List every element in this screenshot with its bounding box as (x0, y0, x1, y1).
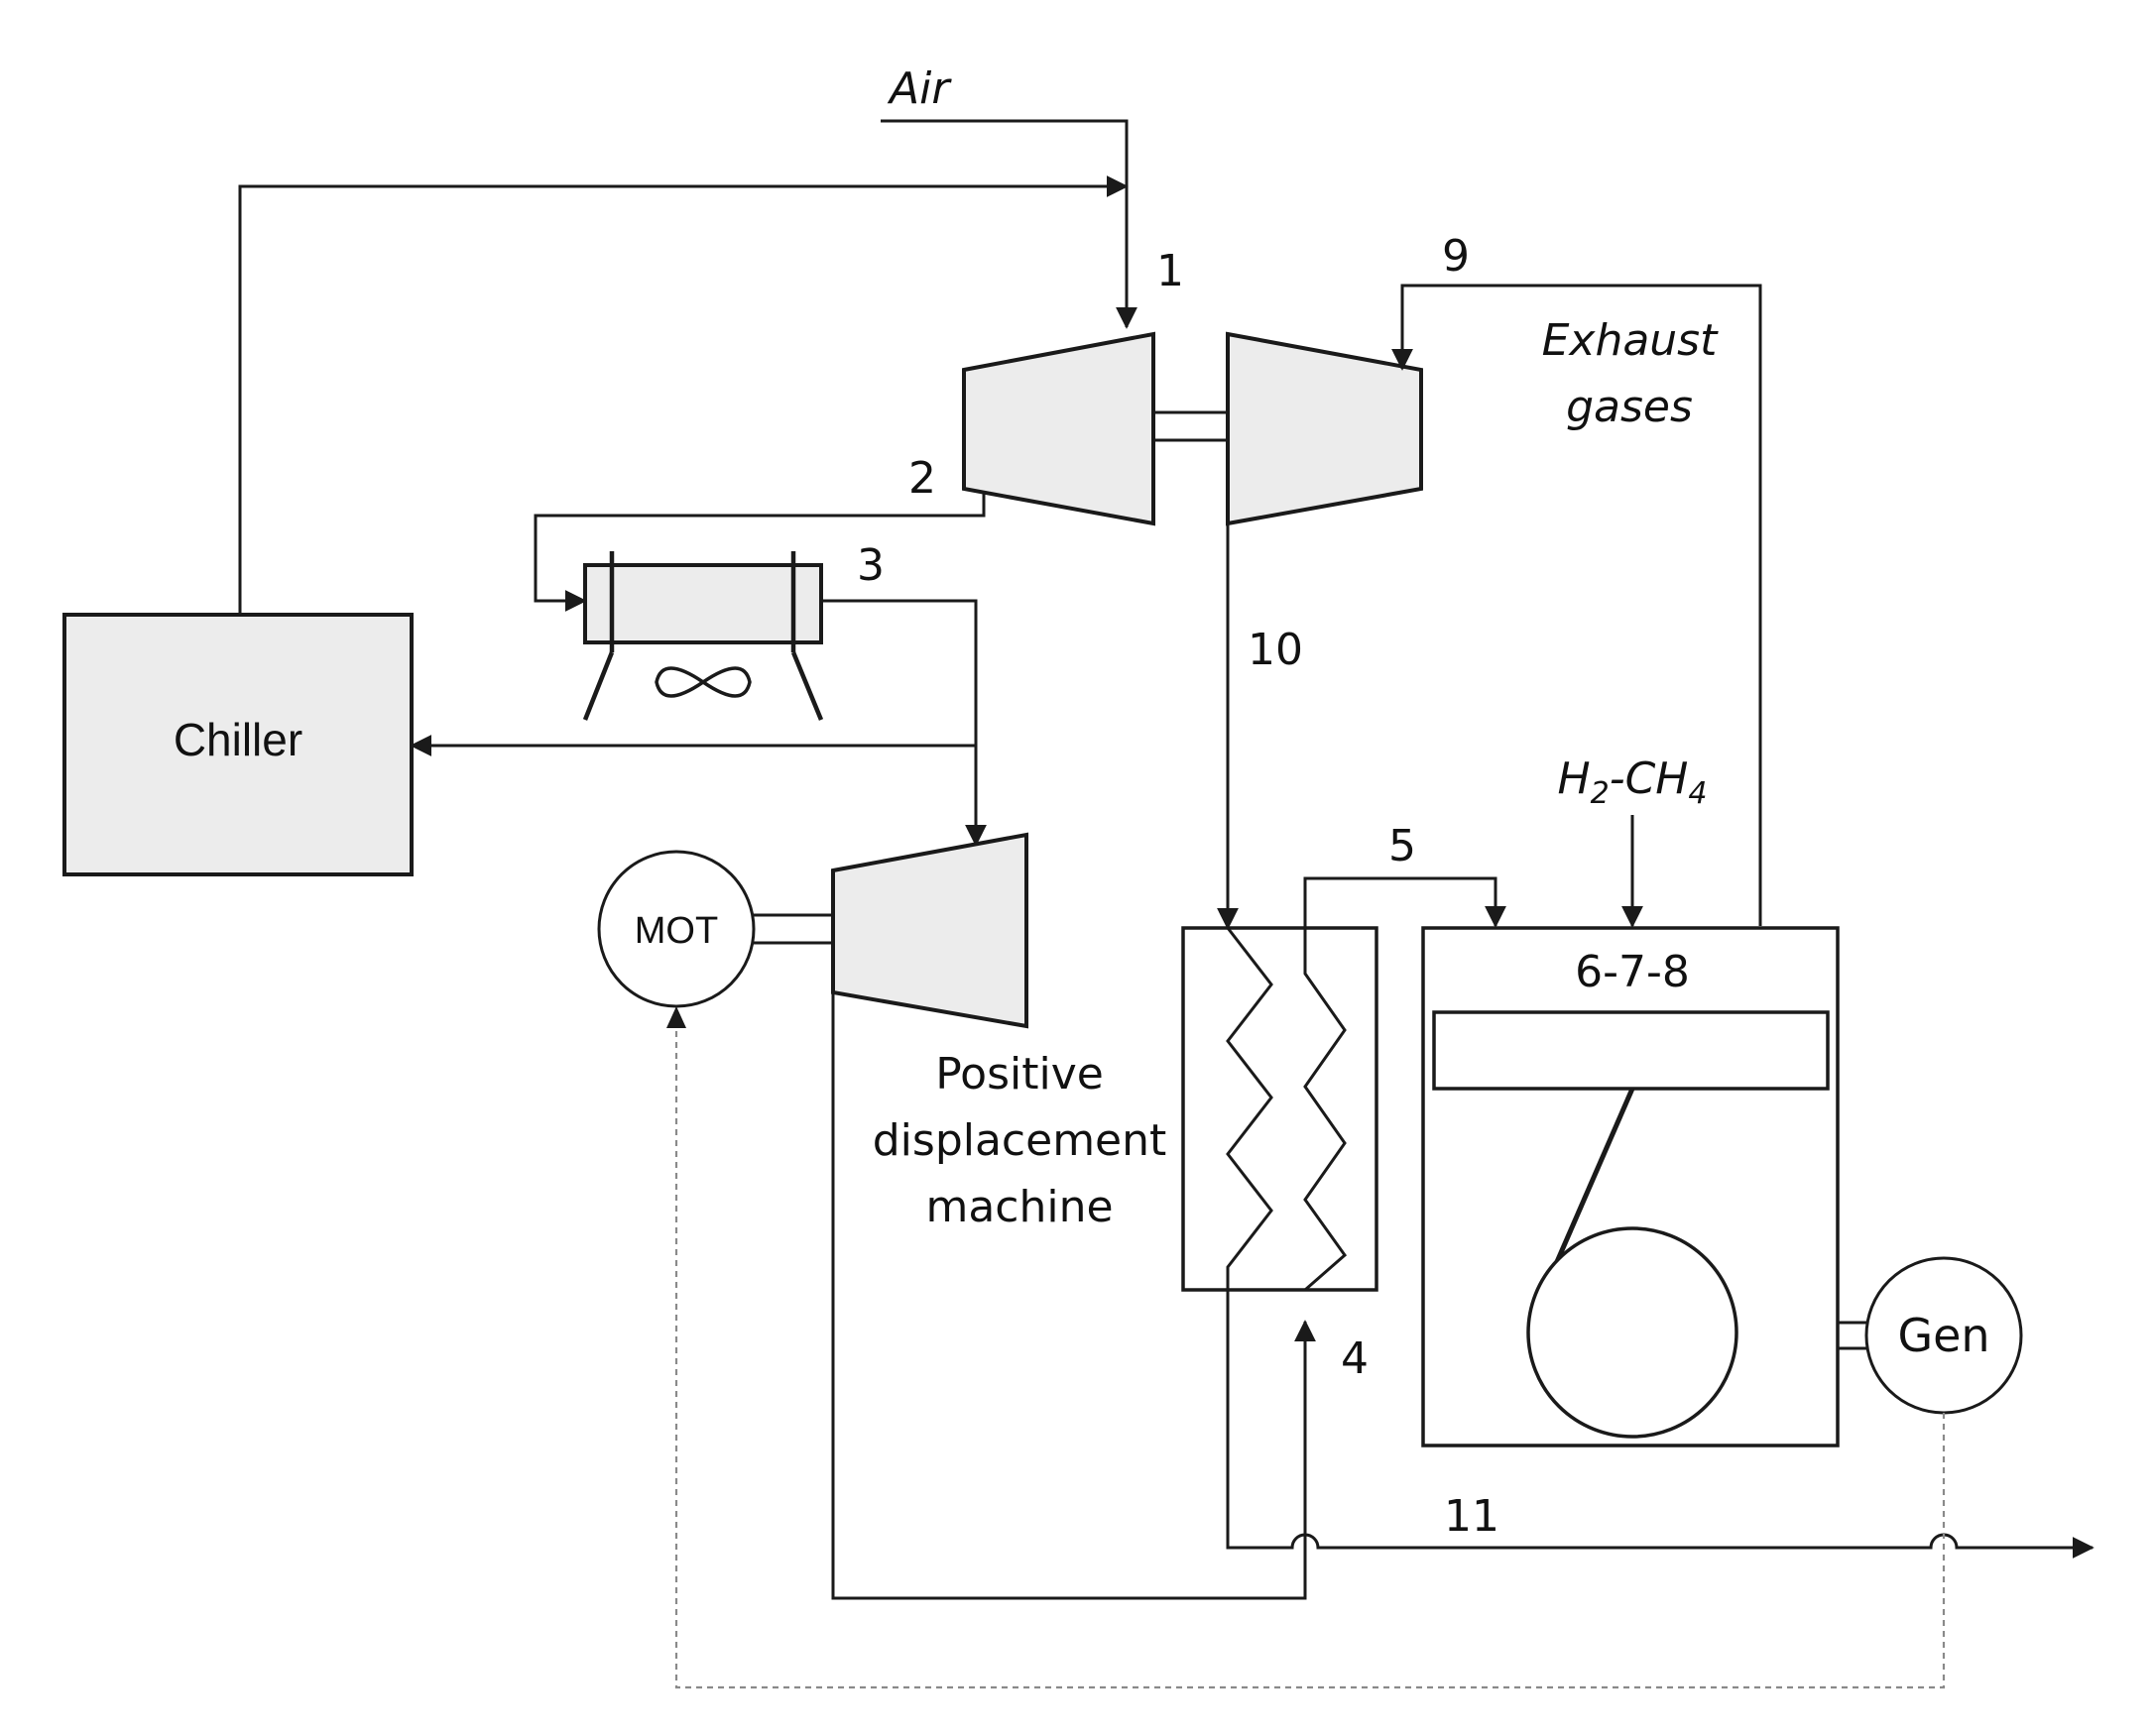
state-point-1: 1 (1156, 246, 1184, 296)
fuel-label: H2-CH4 (1558, 753, 1708, 811)
engine-states-label: 6-7-8 (1575, 947, 1690, 997)
exhaust-gases-label-line1: Exhaust (1542, 315, 1720, 366)
pdm-label-line2: displacement (873, 1115, 1167, 1166)
exhaust-gases-label-line2: gases (1566, 382, 1693, 432)
state-point-10: 10 (1248, 625, 1303, 675)
generator-shaft (1838, 1321, 1866, 1350)
generator-label: Gen (1897, 1309, 1989, 1362)
fuel-label-h: H (1558, 753, 1591, 804)
fuel-label-sub2: 4 (1688, 776, 1707, 811)
motor-label: MOT (635, 910, 718, 952)
stream-11-line (1226, 1290, 2094, 1559)
chiller-to-compressor-line (238, 175, 1129, 615)
state-point-11: 11 (1444, 1491, 1499, 1542)
stream-4-line (831, 992, 1316, 1600)
state-point-9: 9 (1442, 231, 1470, 282)
stream-2-line (534, 494, 986, 612)
recuperator (1181, 926, 1378, 1292)
stream-5-line (1303, 876, 1506, 928)
state-point-5: 5 (1388, 821, 1416, 871)
motor-shaft (754, 913, 833, 945)
electrical-link-dashed (666, 1006, 1946, 1689)
recuperator-coils (1226, 927, 1348, 1292)
pdm-label-line3: machine (925, 1182, 1113, 1232)
fuel-label-sub1: 2 (1591, 776, 1610, 811)
turbine (1226, 331, 1423, 526)
turbocharger-shaft (1153, 410, 1228, 442)
air-inlet-line (881, 119, 1137, 329)
air-label: Air (887, 63, 952, 114)
engine (1421, 926, 1840, 1447)
intercooler (582, 551, 824, 721)
stream-3-line (821, 599, 987, 847)
state-point-2: 2 (908, 453, 936, 504)
state-point-4: 4 (1341, 1333, 1369, 1384)
positive-displacement-machine (831, 832, 1028, 1029)
chiller-label: Chiller (174, 714, 302, 765)
chiller (62, 613, 414, 876)
stream-9-line (1391, 284, 1762, 926)
fuel-label-ch: -CH (1610, 753, 1689, 804)
state-point-3: 3 (857, 540, 885, 591)
compressor (962, 331, 1155, 526)
pdm-label-line1: Positive (935, 1049, 1104, 1099)
fan-icon (655, 666, 752, 698)
